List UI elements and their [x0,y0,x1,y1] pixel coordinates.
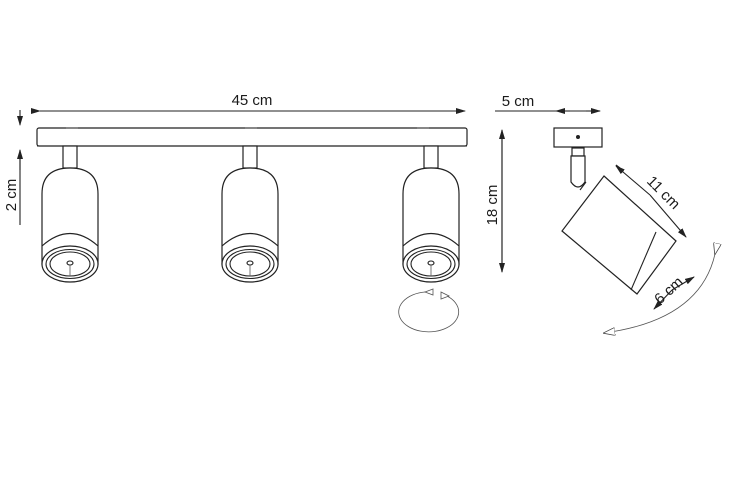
spotlight-center [221,145,279,283]
height-label: 18 cm [484,185,501,226]
head-diameter-dimension: 6 cm [651,273,695,310]
width-label: 45 cm [232,92,273,109]
head-length-label: 11 cm [643,173,683,213]
front-view: 45 cm 2 cm [3,92,468,333]
width-dimension: 45 cm [31,92,466,114]
rail-height-label: 2 cm [3,179,20,212]
base-depth-dimension: 5 cm [495,93,601,114]
rail-height-dimension: 2 cm [3,110,23,225]
head-diameter-label: 6 cm [651,273,687,307]
rotation-icon [398,288,460,333]
spotlight-right [402,145,460,283]
tilt-arc-icon [604,254,715,333]
mounting-rail [36,127,468,147]
side-view: 5 cm 11 cm 6 cm [495,93,715,333]
spotlight-left [41,145,99,283]
height-dimension: 18 cm [484,129,505,273]
base-depth-label: 5 cm [502,93,535,110]
